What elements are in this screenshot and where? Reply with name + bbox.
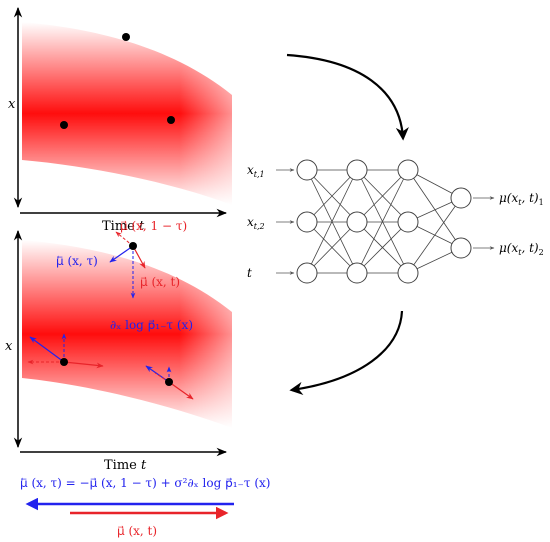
network-node <box>450 237 472 259</box>
sample-point-right <box>145 365 194 400</box>
network-edge <box>306 169 358 274</box>
network-node <box>346 262 368 284</box>
network-node <box>346 159 368 181</box>
forward-drift-arrow <box>132 245 146 269</box>
label-forward-drift-reverse: μ⃗ (x, 1 − τ) <box>120 219 187 233</box>
label-score: ∂ₓ log p⃗₁₋τ (x) <box>110 318 193 332</box>
label-forward-drift: μ⃗ (x, t) <box>140 275 180 289</box>
top-sample-point <box>60 121 68 129</box>
bottom-y-label: x <box>5 339 13 354</box>
curved-arrow-to-network <box>286 53 409 141</box>
bottom-x-label: Time t <box>104 458 147 473</box>
network-node <box>296 211 318 233</box>
annotated-point <box>109 231 146 299</box>
output-label: μ(xt, t)2 <box>499 241 544 257</box>
network-edge <box>407 197 462 274</box>
forward-drift-reverse-arrow <box>115 231 134 247</box>
network-node <box>450 187 472 209</box>
network-node <box>296 262 318 284</box>
network-node <box>397 211 419 233</box>
sample-point <box>165 378 173 386</box>
sample-point-left <box>27 333 104 369</box>
curved-arrow-from-network <box>289 310 404 395</box>
backward-drift-arrow <box>29 336 65 363</box>
forward-drift-label: μ⃗ (x, t) <box>117 524 157 538</box>
network-edge <box>407 169 462 249</box>
network-edge <box>356 221 409 274</box>
sample-point <box>60 358 68 366</box>
top-sample-point <box>122 33 130 41</box>
top-panel: x Time t <box>8 5 232 234</box>
backward-drift-arrow <box>109 245 134 263</box>
input-label: xt,1 <box>247 163 265 179</box>
bottom-panel: x Time t μ⃗ (x, 1 − τ) μ⃖ (x, τ) μ⃗ (x, … <box>5 219 232 473</box>
forward-drift-arrow <box>168 381 194 400</box>
reverse-drift-equation: μ⃖ (x, τ) = −μ⃗ (x, 1 − τ) + σ²∂ₓ log p⃗… <box>20 476 270 490</box>
network-edge <box>356 169 409 274</box>
input-label: t <box>247 266 252 280</box>
neural-network: xt,1 xt,2 t μ(xt, t)1 μ(xt, t)2 <box>247 159 544 284</box>
top-density-band <box>22 5 232 210</box>
forward-drift-arrow <box>63 361 104 369</box>
backward-drift-arrow <box>145 365 170 383</box>
output-label: μ(xt, t)1 <box>499 191 544 207</box>
top-y-label: x <box>8 97 16 112</box>
network-node <box>397 159 419 181</box>
label-backward-drift: μ⃖ (x, τ) <box>56 254 98 268</box>
sample-point <box>129 242 137 250</box>
network-edge <box>306 221 358 274</box>
network-node <box>397 262 419 284</box>
top-sample-point <box>167 116 175 124</box>
input-label: xt,2 <box>247 215 265 231</box>
network-node <box>296 159 318 181</box>
network-edge <box>356 169 409 223</box>
bottom-density-band <box>22 228 232 448</box>
network-edge <box>306 169 358 223</box>
network-node <box>346 211 368 233</box>
